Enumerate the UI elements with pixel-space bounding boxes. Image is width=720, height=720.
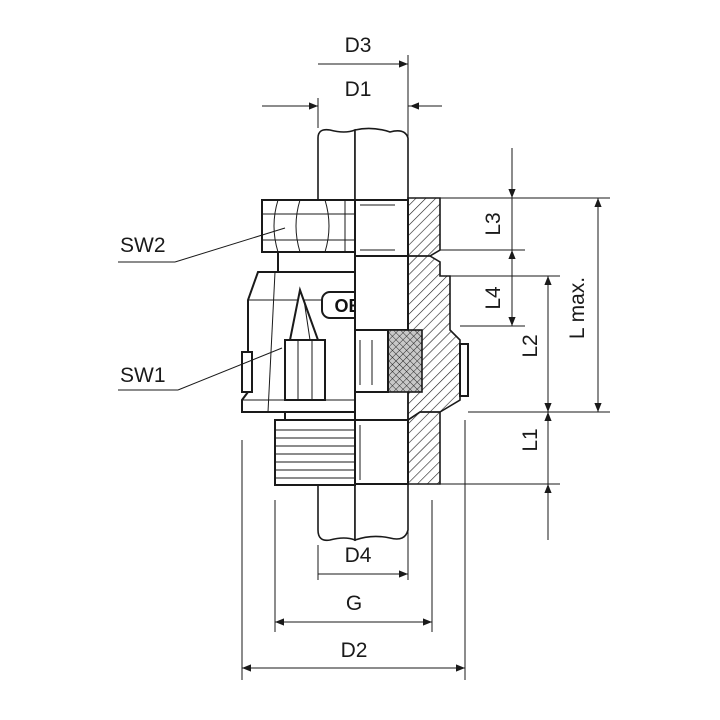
label-g: G (346, 592, 362, 615)
label-d1: D1 (345, 78, 372, 101)
label-l-max: L max. (566, 277, 589, 339)
label-d2: D2 (341, 639, 368, 662)
thread (274, 411, 441, 486)
label-l3: L3 (482, 212, 505, 235)
label-sw1: SW1 (120, 364, 166, 387)
main-body: OBO (241, 251, 469, 422)
label-l4: L4 (482, 286, 505, 310)
label-d3: D3 (345, 34, 372, 57)
dome-nut (261, 197, 441, 257)
label-l2: L2 (519, 334, 542, 357)
label-sw2: SW2 (120, 234, 166, 257)
label-l1: L1 (519, 428, 542, 451)
dimension-labels: D3 D1 SW2 SW1 L3 L4 L2 L1 L max. D4 G D2 (120, 34, 589, 662)
label-d4: D4 (345, 544, 372, 567)
dimensions (118, 55, 610, 680)
